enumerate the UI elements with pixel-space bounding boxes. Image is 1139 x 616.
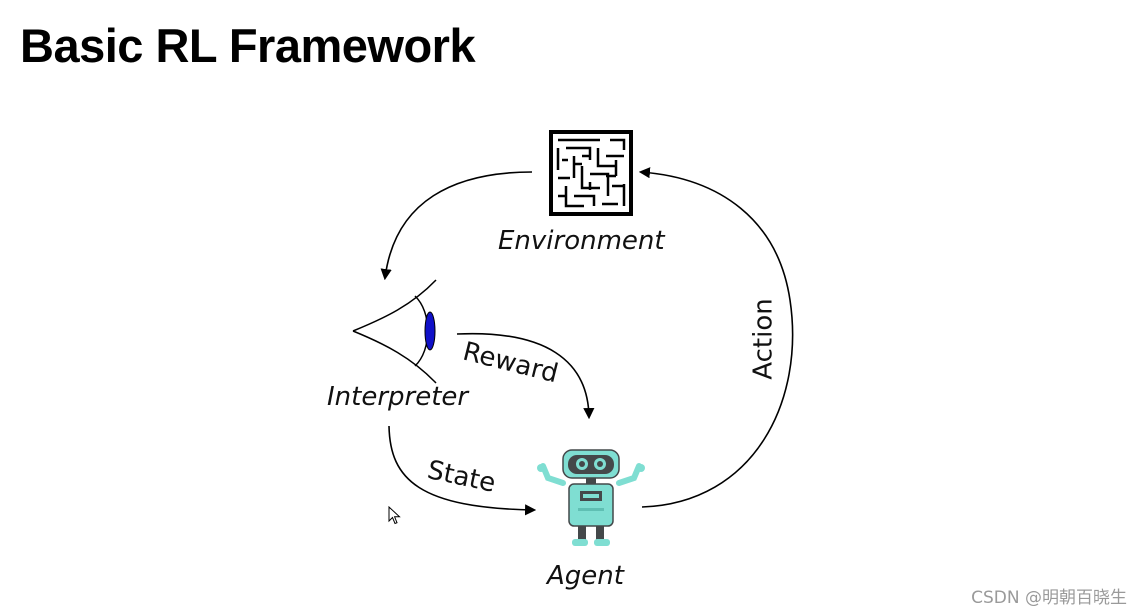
action-arrow bbox=[638, 167, 794, 508]
maze-icon bbox=[549, 130, 633, 216]
action-label: Action bbox=[748, 298, 779, 380]
state-arrow bbox=[388, 425, 537, 516]
observation-arrow bbox=[380, 171, 533, 281]
eye-icon bbox=[352, 279, 437, 384]
reward-arrow bbox=[456, 332, 595, 420]
mouse-cursor-icon bbox=[388, 506, 401, 525]
interpreter-label: Interpreter bbox=[327, 382, 469, 412]
watermark: CSDN @明朝百晓生 bbox=[971, 588, 1127, 608]
robot-icon bbox=[537, 449, 645, 546]
agent-label: Agent bbox=[547, 561, 624, 591]
page-title: Basic RL Framework bbox=[20, 19, 476, 72]
environment-label: Environment bbox=[498, 226, 665, 256]
